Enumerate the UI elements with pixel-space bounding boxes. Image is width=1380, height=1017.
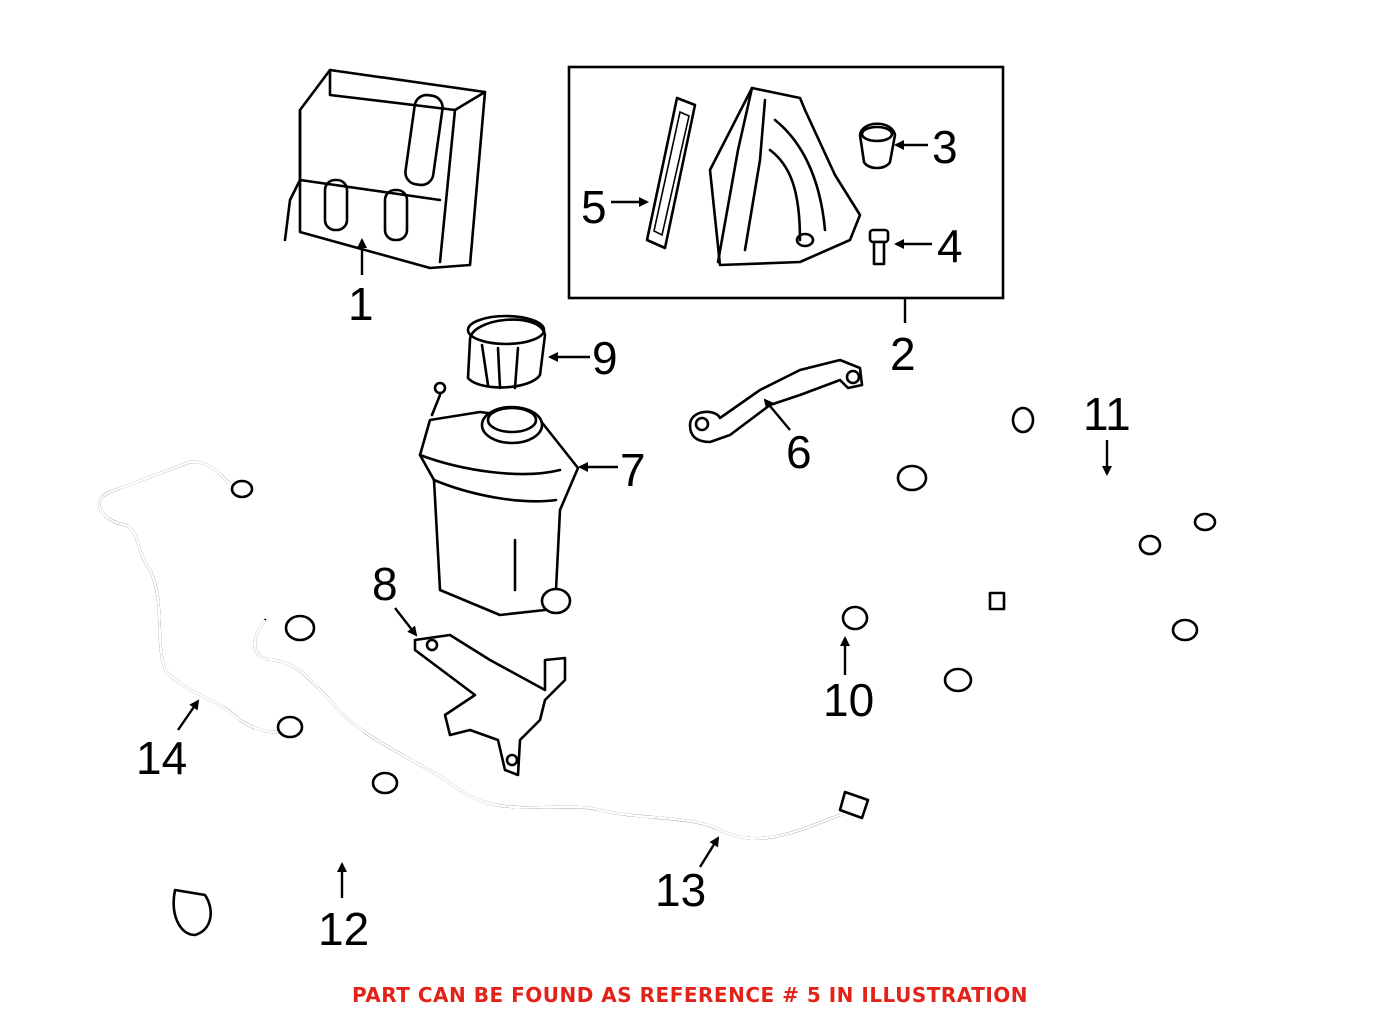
callout-6: 6	[763, 398, 812, 478]
callout-number: 13	[655, 864, 706, 916]
callout-number: 6	[786, 426, 812, 478]
callout-14: 14	[136, 699, 200, 784]
callout-13: 13	[655, 836, 720, 916]
part-8-bracket	[413, 633, 567, 777]
callout-number: 3	[932, 121, 958, 173]
callout-number: 4	[937, 220, 963, 272]
part-14-line	[98, 460, 304, 739]
part-2-group-box	[567, 65, 1005, 300]
reference-note: PART CAN BE FOUND AS REFERENCE # 5 IN IL…	[351, 983, 1029, 1007]
callout-3: 3	[894, 121, 958, 173]
part-10-hose	[804, 547, 1116, 716]
callout-10: 10	[823, 636, 874, 726]
callout-number: 12	[318, 903, 369, 955]
callout-number: 2	[890, 328, 916, 380]
part-7-expansion-tank	[418, 381, 580, 617]
part-5-gasket	[645, 96, 697, 250]
part-6-bracket	[688, 358, 864, 444]
callout-number: 9	[592, 332, 618, 384]
callout-number: 5	[581, 181, 607, 233]
part-4-bolt	[868, 228, 890, 266]
part-13-line	[253, 614, 870, 840]
callout-7: 7	[578, 444, 646, 496]
callout-5: 5	[581, 181, 649, 233]
callout-12: 12	[318, 862, 369, 955]
callout-number: 7	[620, 444, 646, 496]
part-9-cap	[466, 314, 547, 390]
callout-number: 14	[136, 732, 187, 784]
callout-1: 1	[348, 238, 374, 330]
callout-2: 2	[890, 298, 916, 380]
part-1-heat-exchanger	[283, 68, 487, 270]
part-11-hose	[896, 406, 1288, 642]
callout-8: 8	[372, 558, 418, 637]
callout-11: 11	[1083, 388, 1131, 476]
part-3-grommet	[858, 122, 897, 170]
callout-4: 4	[894, 220, 963, 272]
callout-number: 11	[1083, 388, 1131, 440]
callout-number: 1	[348, 278, 374, 330]
part-2-housing	[708, 86, 862, 267]
callout-9: 9	[548, 332, 618, 384]
callout-number: 10	[823, 674, 874, 726]
part-12-hose	[172, 771, 399, 937]
callout-number: 8	[372, 558, 398, 610]
